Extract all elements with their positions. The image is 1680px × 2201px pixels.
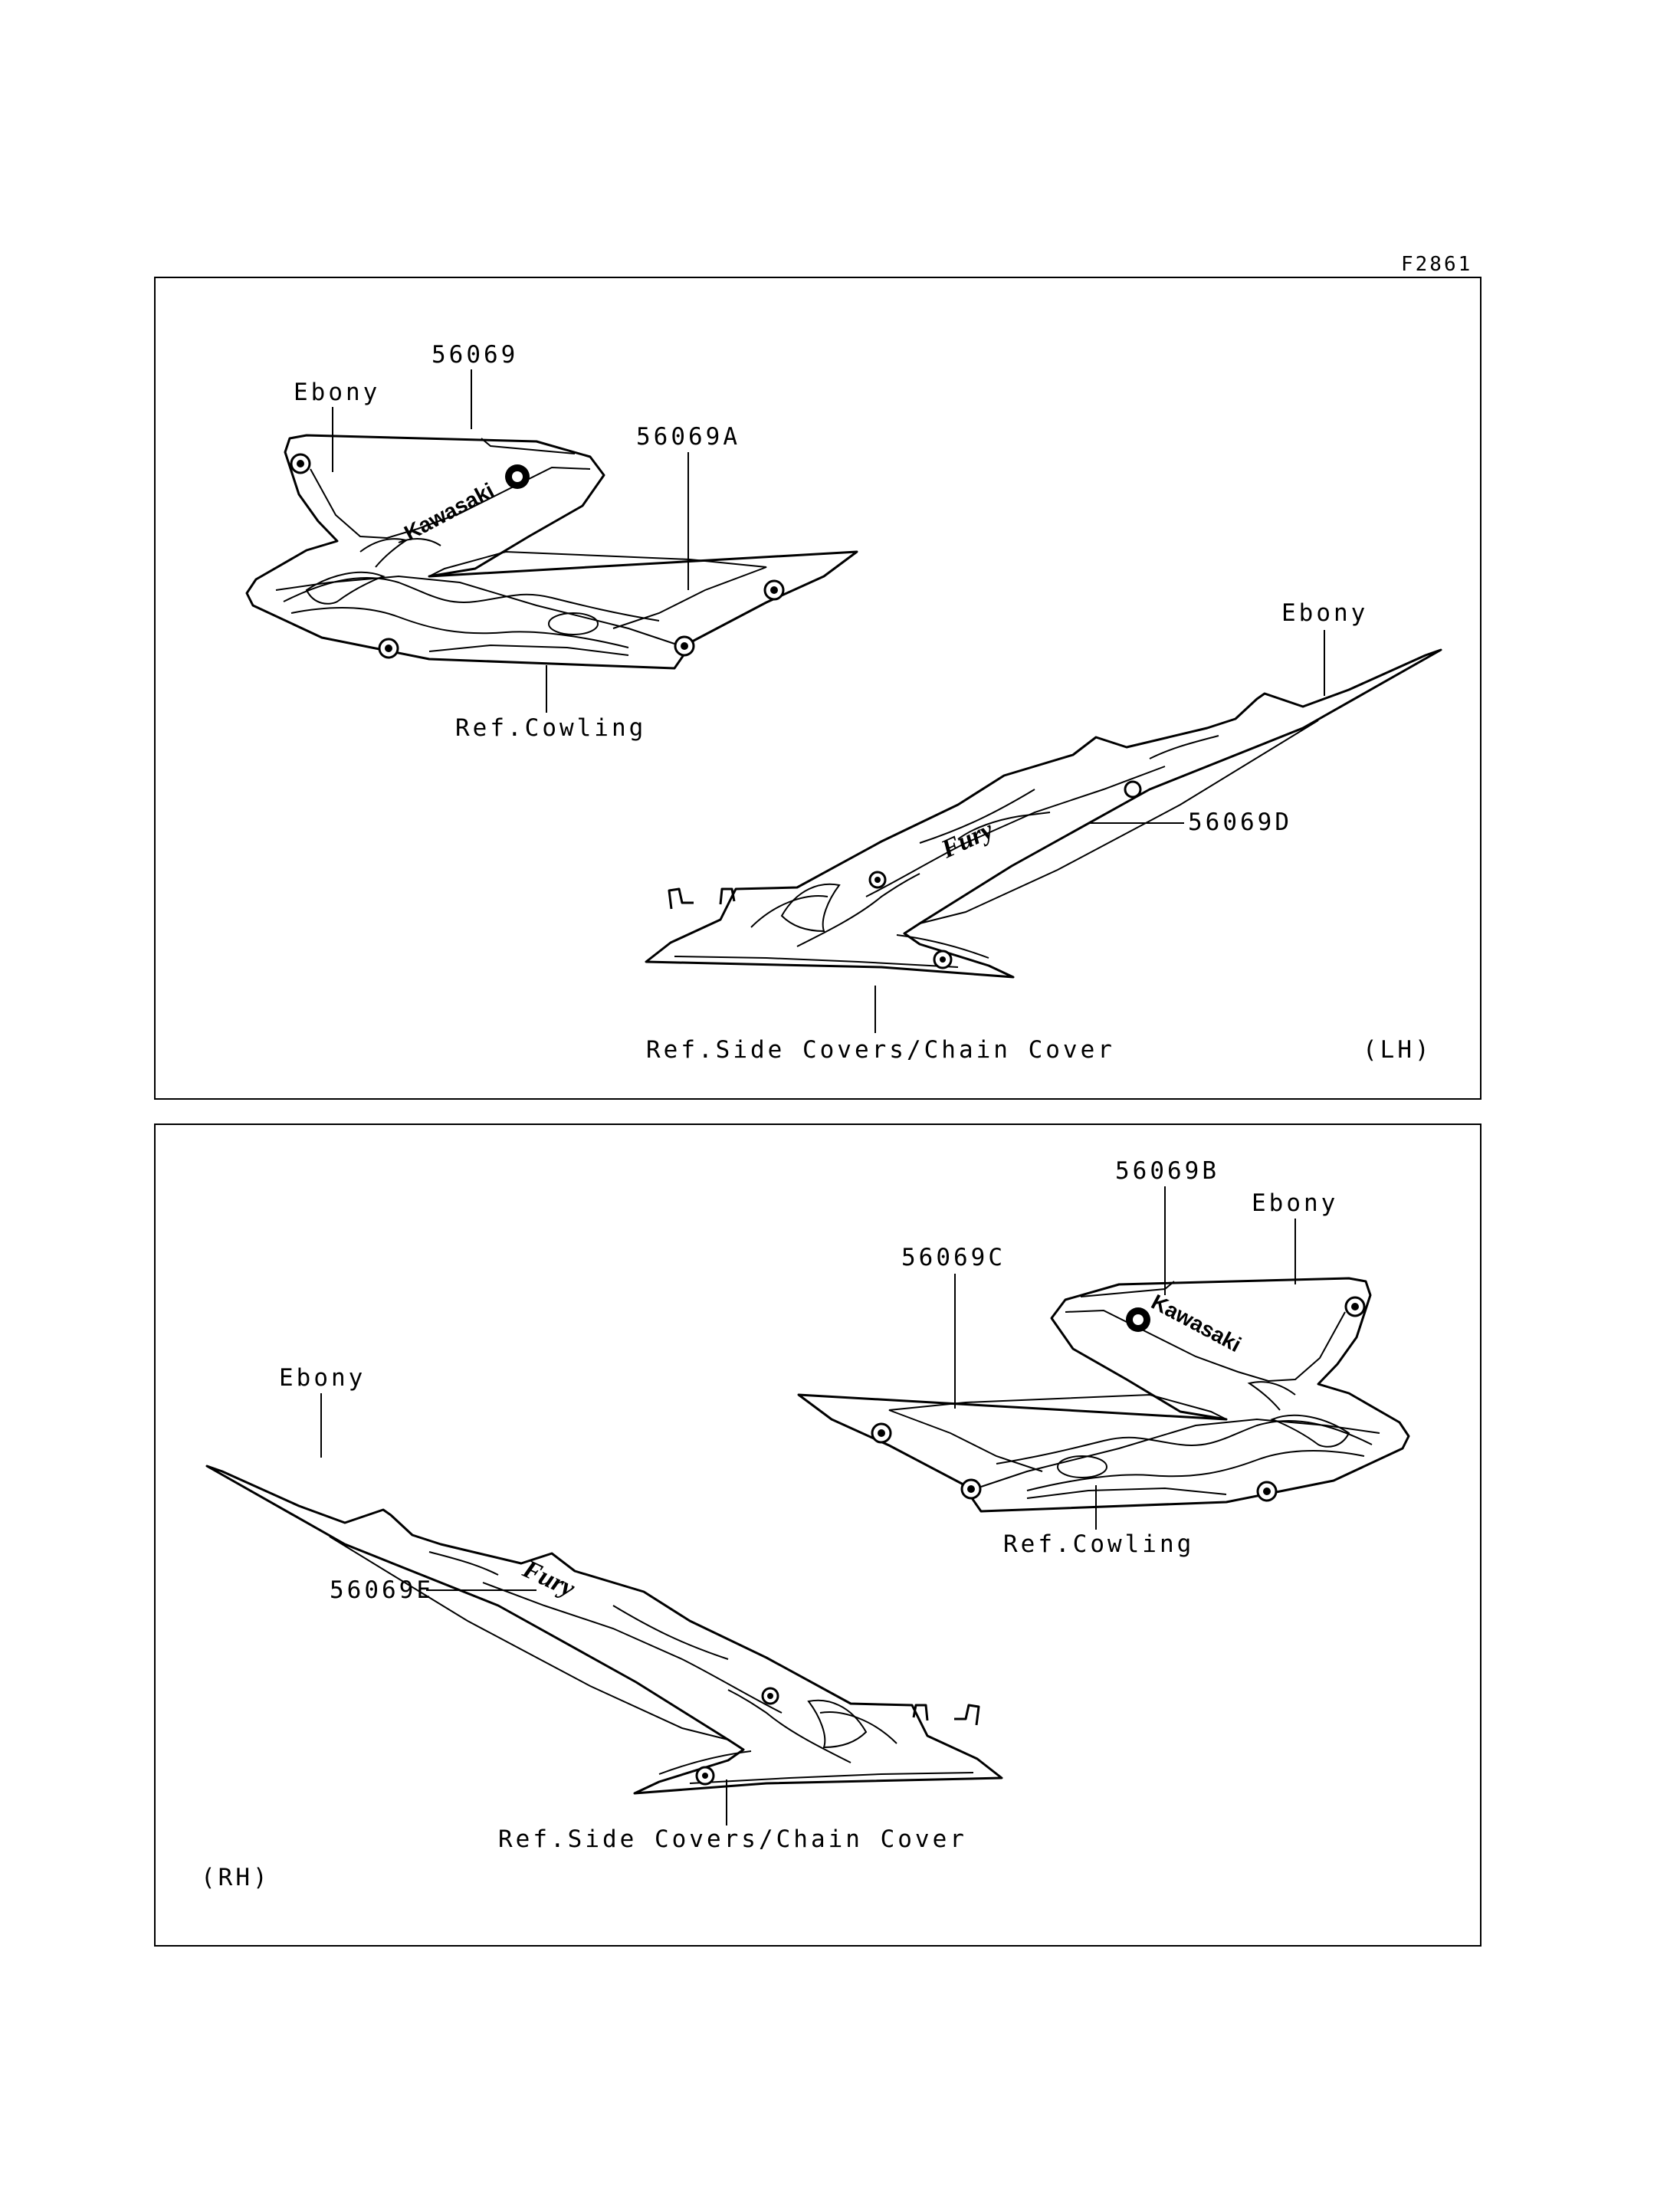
lh-side-cover-decal: Fury	[645, 648, 1442, 979]
rh-side-cover-decal	[205, 1465, 1003, 1795]
lh-label-56069D: 56069D	[1188, 809, 1292, 836]
rh-cowling-decal	[797, 1277, 1410, 1513]
lh-label-ref-cowling: Ref.Cowling	[455, 714, 646, 742]
rh-fury-logo: Fury	[518, 1554, 580, 1603]
lh-label-ebony-cowling: Ebony	[294, 379, 380, 406]
lh-label-56069: 56069	[431, 341, 518, 369]
lh-panel-frame	[154, 277, 1481, 1100]
rh-label-56069E: 56069E	[330, 1576, 434, 1604]
rh-kawasaki-logo: Kawasaki	[1147, 1290, 1245, 1356]
lh-side-indicator: (LH)	[1363, 1036, 1432, 1064]
rh-label-ref-side-covers: Ref.Side Covers/Chain Cover	[498, 1825, 967, 1853]
lh-kawasaki-logo: Kawasaki	[400, 478, 497, 545]
lh-label-ref-side-covers: Ref.Side Covers/Chain Cover	[646, 1036, 1115, 1064]
figure-id: F2861	[1401, 253, 1472, 276]
rh-label-ebony-cowling: Ebony	[1252, 1189, 1338, 1217]
rh-panel-frame	[154, 1123, 1481, 1947]
rh-label-ref-cowling: Ref.Cowling	[1003, 1530, 1194, 1558]
lh-label-ebony-cover: Ebony	[1281, 599, 1368, 627]
lh-label-56069A: 56069A	[636, 423, 740, 451]
rh-label-56069B: 56069B	[1115, 1157, 1219, 1185]
rh-label-ebony-cover: Ebony	[279, 1364, 366, 1392]
lh-fury-logo: Fury	[937, 815, 999, 864]
lh-cowling-decal: Kawasaki	[245, 434, 858, 670]
rh-label-56069C: 56069C	[901, 1244, 1006, 1271]
rh-side-indicator: (RH)	[201, 1864, 271, 1891]
